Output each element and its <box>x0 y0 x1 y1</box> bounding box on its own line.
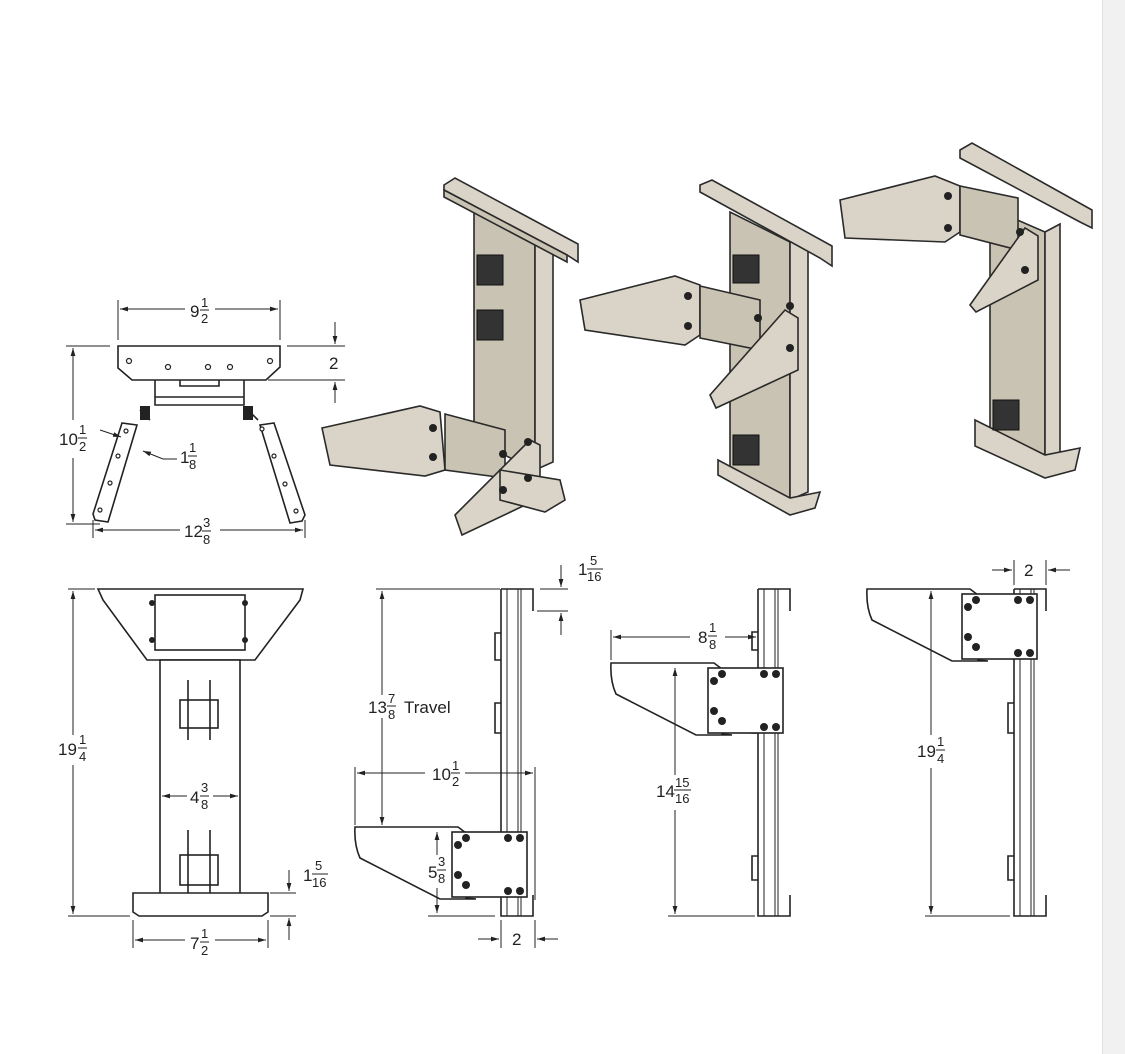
svg-text:8: 8 <box>189 457 196 472</box>
top-view <box>66 300 345 538</box>
svg-text:2: 2 <box>329 354 338 373</box>
svg-text:2: 2 <box>512 930 521 949</box>
svg-text:8: 8 <box>203 532 210 547</box>
svg-text:5: 5 <box>428 863 437 882</box>
front-view <box>68 588 305 948</box>
dim-side2-arm-reach: 818 <box>698 620 717 652</box>
svg-text:5: 5 <box>590 553 597 568</box>
svg-text:Travel: Travel <box>404 698 451 717</box>
svg-text:1: 1 <box>79 732 86 747</box>
side-view-high-arm <box>866 560 1070 917</box>
side-view-low-arm <box>354 565 568 948</box>
isometric-view-mid-arm <box>579 179 833 516</box>
svg-text:4: 4 <box>937 751 944 766</box>
svg-text:1: 1 <box>578 560 587 579</box>
dim-top-overall-height: 101 2 <box>59 422 87 454</box>
svg-text:13: 13 <box>368 698 387 717</box>
svg-text:14: 14 <box>656 782 675 801</box>
svg-text:1: 1 <box>303 866 312 885</box>
svg-text:7: 7 <box>388 691 395 706</box>
svg-text:1: 1 <box>201 295 208 310</box>
svg-text:1: 1 <box>189 440 196 455</box>
svg-text:3: 3 <box>201 780 208 795</box>
svg-text:1: 1 <box>180 448 189 467</box>
svg-text:2: 2 <box>452 774 459 789</box>
svg-text:8: 8 <box>438 871 445 886</box>
svg-text:15: 15 <box>675 775 689 790</box>
svg-text:16: 16 <box>587 569 601 584</box>
scrollbar[interactable] <box>1102 0 1125 1054</box>
svg-text:2: 2 <box>1024 561 1033 580</box>
svg-text:4: 4 <box>79 749 86 764</box>
dim-side1-depth: 2 <box>512 930 521 949</box>
svg-text:10: 10 <box>432 765 451 784</box>
svg-text:1: 1 <box>937 734 944 749</box>
svg-text:4: 4 <box>190 788 199 807</box>
dim-side3-depth: 2 <box>1024 561 1033 580</box>
svg-text:1: 1 <box>452 758 459 773</box>
isometric-view-low-arm <box>321 177 579 537</box>
svg-text:2: 2 <box>79 439 86 454</box>
dim-side1-arm-height: 53 8 <box>428 854 446 886</box>
svg-text:8: 8 <box>709 637 716 652</box>
svg-text:16: 16 <box>312 875 326 890</box>
dim-top-flange-height: 2 <box>329 354 338 373</box>
dim-front-column-width: 43 8 <box>190 780 209 812</box>
svg-text:19: 19 <box>58 740 77 759</box>
svg-text:19: 19 <box>917 742 936 761</box>
svg-text:7: 7 <box>190 934 199 953</box>
svg-text:8: 8 <box>388 707 395 722</box>
svg-text:16: 16 <box>675 791 689 806</box>
svg-text:3: 3 <box>438 854 445 869</box>
svg-text:1: 1 <box>79 422 86 437</box>
side-view-mid-arm <box>610 588 791 917</box>
svg-text:5: 5 <box>315 858 322 873</box>
svg-text:8: 8 <box>698 628 707 647</box>
svg-text:8: 8 <box>201 797 208 812</box>
svg-text:1: 1 <box>709 620 716 635</box>
svg-text:9: 9 <box>190 302 199 321</box>
svg-text:2: 2 <box>201 311 208 326</box>
dim-arm-width: 118 <box>180 440 197 472</box>
svg-text:3: 3 <box>203 515 210 530</box>
isometric-view-high-arm <box>839 142 1093 479</box>
svg-text:1: 1 <box>201 926 208 941</box>
dim-front-base-width: 71 2 <box>190 926 209 958</box>
svg-text:2: 2 <box>201 943 208 958</box>
svg-text:12: 12 <box>184 522 203 541</box>
svg-text:10: 10 <box>59 430 78 449</box>
